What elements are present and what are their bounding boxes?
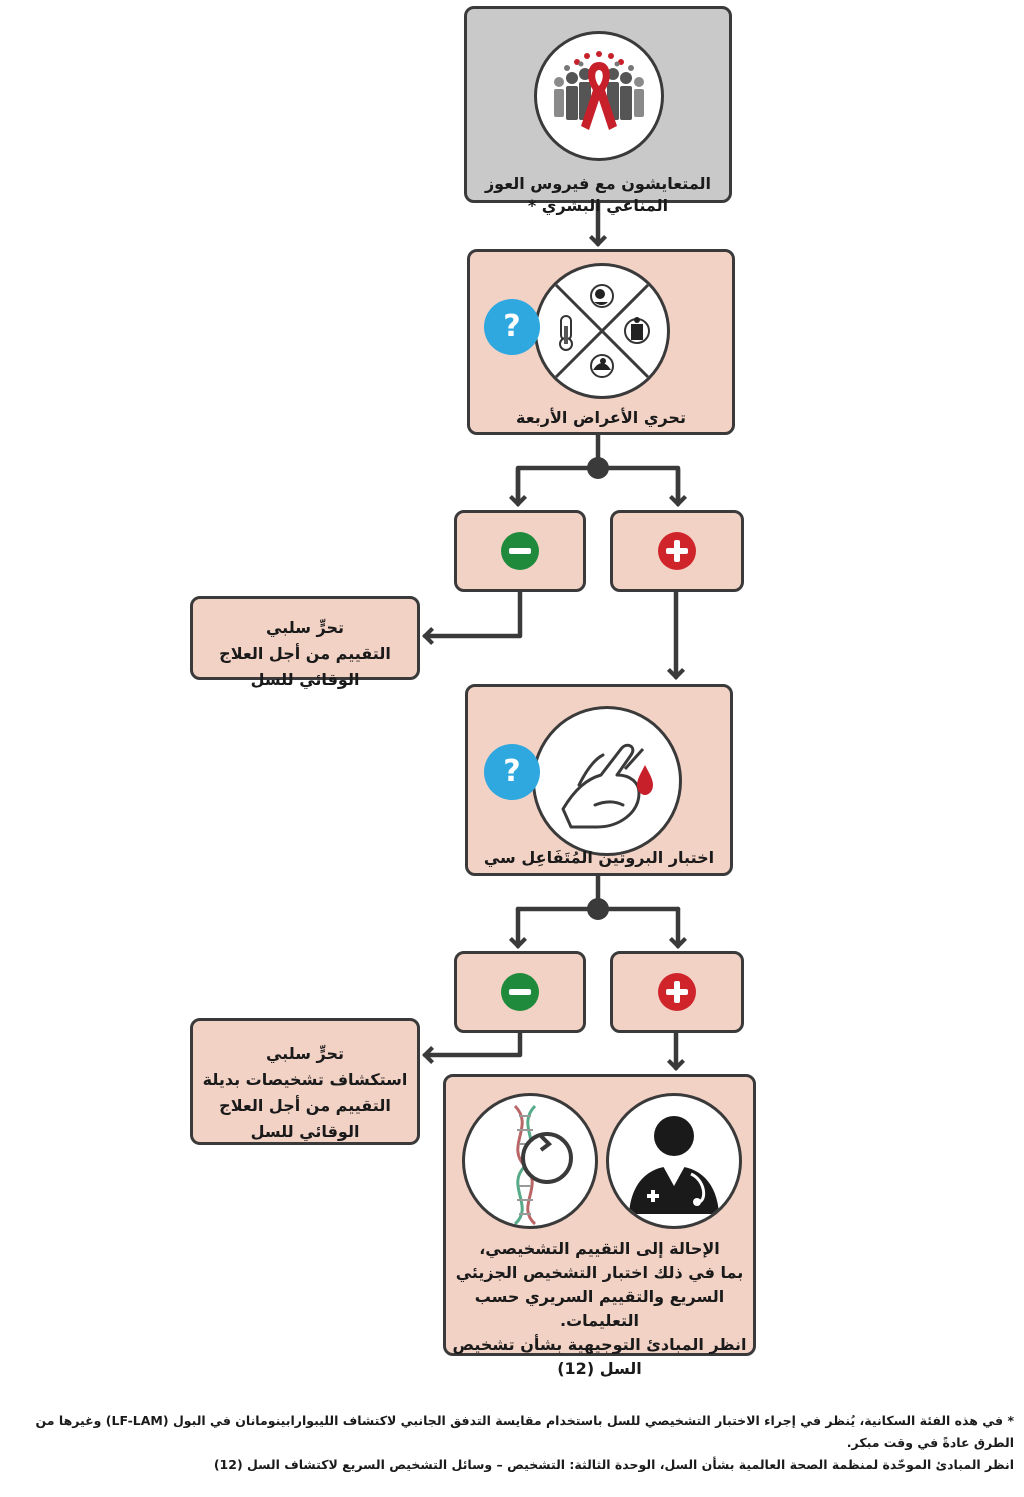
plus-sign-icon (658, 973, 696, 1011)
minus-sign-icon (501, 973, 539, 1011)
night-sweats-icon (590, 354, 614, 378)
outcome1-line-2: التقييم من أجل العلاج الوقائي للسل (219, 644, 391, 689)
negative-outcome-box-2: تحرٍّ سلبي استكشاف تشخيصات بديلة التقييم… (190, 1018, 420, 1145)
symptoms-box-label: تحري الأعراض الأربعة (516, 408, 686, 427)
hiv-people-ribbon-icon (534, 31, 664, 161)
thermometer-icon (559, 315, 573, 351)
outcome2-line-3: التقييم من أجل العلاج الوقائي للسل (219, 1096, 391, 1141)
hiv-box: المتعايشون مع فيروس العوز المناعي البشري… (464, 6, 732, 215)
negative-outcome-box-1: تحرٍّ سلبي التقييم من أجل العلاج الوقائي… (190, 596, 420, 689)
weight-loss-icon (624, 317, 650, 344)
referral-line-5: السل (12) (557, 1359, 642, 1378)
minus-sign-icon (501, 532, 539, 570)
question-badge-icon: ? (484, 299, 540, 355)
positive-result-box-1 (610, 510, 744, 592)
footnote: * في هذه الفئة السكانية، يُنظر في إجراء … (6, 1410, 1014, 1476)
footnote-line-2: انظر المبادئ الموحّدة لمنظمة الصحة العال… (213, 1457, 1014, 1472)
outcome1-line-1: تحرٍّ سلبي (265, 618, 345, 637)
crp-box: ? اختبار البروتين المُتَفَاعِل سي (465, 684, 733, 876)
referral-box: الإحالة إلى التقييم التشخيصي، بما في ذلك… (443, 1074, 756, 1378)
referral-line-4: انظر المبادئ التوجيهية بشأن تشخيص (452, 1335, 747, 1354)
dna-molecular-test-icon (462, 1093, 598, 1229)
finger-prick-blood-icon (532, 706, 682, 856)
negative-result-box-1 (454, 510, 586, 592)
referral-line-1: الإحالة إلى التقييم التشخيصي، (479, 1239, 720, 1258)
outcome2-line-1: تحرٍّ سلبي (265, 1044, 345, 1063)
four-symptoms-icon (534, 263, 670, 399)
hiv-box-label: المتعايشون مع فيروس العوز المناعي البشري… (484, 174, 712, 215)
symptoms-box: ? تحري الأعراض الأربعة (467, 249, 735, 435)
outcome2-line-2: استكشاف تشخيصات بديلة (202, 1070, 408, 1089)
split-node-1 (587, 457, 609, 479)
plus-sign-icon (658, 532, 696, 570)
split-node-2 (587, 898, 609, 920)
crp-box-label: اختبار البروتين المُتَفَاعِل سي (483, 848, 715, 867)
question-badge-icon: ? (484, 744, 540, 800)
doctor-icon (606, 1093, 742, 1229)
negative-result-box-2 (454, 951, 586, 1033)
cough-icon (590, 284, 614, 308)
positive-result-box-2 (610, 951, 744, 1033)
referral-line-2: بما في ذلك اختبار التشخيص الجزيئي (455, 1263, 744, 1282)
footnote-line-1: * في هذه الفئة السكانية، يُنظر في إجراء … (35, 1413, 1014, 1450)
referral-line-3: السريع والتقييم السريري حسب التعليمات. (474, 1287, 725, 1330)
